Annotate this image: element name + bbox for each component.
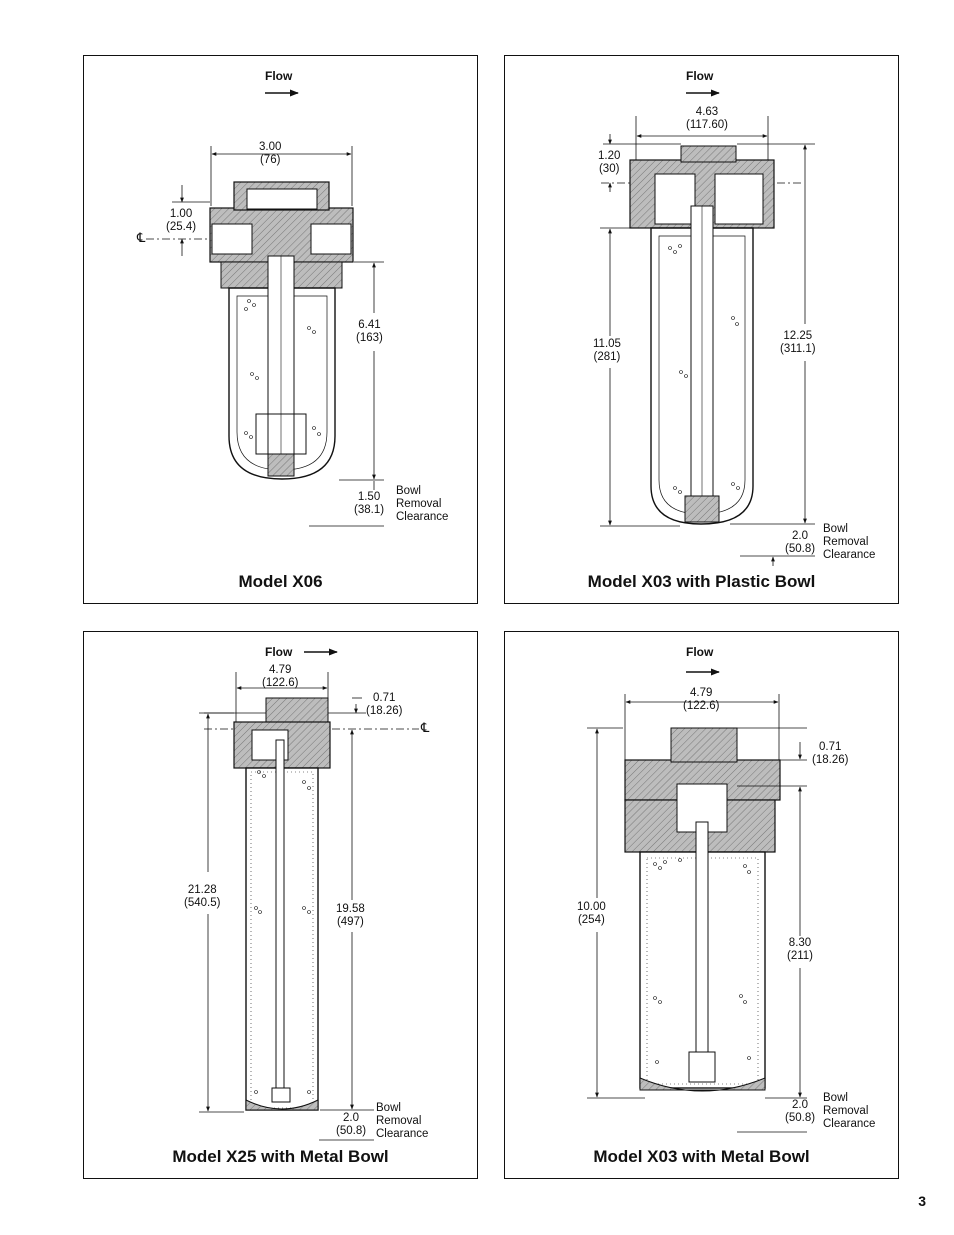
- width-dimension: 4.79(122.6): [683, 687, 720, 712]
- height-b-dimension: 19.58(497): [336, 903, 365, 928]
- panel-title: Model X03 with Plastic Bowl: [587, 572, 816, 591]
- height-a-dimension: 11.05(281): [593, 338, 621, 363]
- page-number: 3: [918, 1193, 926, 1209]
- panel-model-x25-metal: Flow 4.79(122.6) 0.71(18.26) ℄ 21.28(540…: [83, 631, 478, 1179]
- inlet-dimension: 1.00(25.4): [166, 208, 197, 233]
- centerline-symbol: ℄: [421, 720, 430, 735]
- inlet-dimension: 1.20(30): [598, 150, 621, 175]
- x25-drawing: [199, 648, 419, 1141]
- flow-label: Flow: [686, 645, 714, 659]
- clearance-dimension: 1.50(38.1): [354, 491, 385, 516]
- panel-model-x06: Flow 3.00(76) 1.00(25.4) ℄ 6.41(163) 1.5…: [83, 55, 478, 604]
- clearance-dimension: 2.0(50.8): [336, 1112, 367, 1137]
- x03-plastic-drawing: [600, 89, 815, 566]
- panel-model-x03-metal: Flow 4.79(122.6) 0.71(18.26) 10.00(254) …: [504, 631, 899, 1179]
- x03-metal-drawing: [587, 668, 807, 1133]
- centerline-symbol: ℄: [137, 230, 146, 245]
- panel-title: Model X25 with Metal Bowl: [172, 1147, 389, 1166]
- x06-drawing: [146, 89, 384, 527]
- flow-label: Flow: [265, 69, 293, 83]
- height-b-dimension: 8.30(211): [787, 937, 813, 962]
- panel-model-x03-plastic: Flow 4.63(117.60) 1.20(30) 11.05(281) 12…: [504, 55, 899, 604]
- inlet-dimension: 0.71(18.26): [812, 741, 849, 766]
- inlet-dimension: 0.71(18.26): [366, 692, 403, 717]
- width-dimension: 4.63(117.60): [686, 106, 728, 131]
- flow-label: Flow: [686, 69, 714, 83]
- height-a-dimension: 21.28(540.5): [184, 884, 221, 909]
- flow-label: Flow: [265, 645, 293, 659]
- height-dimension: 6.41(163): [356, 319, 383, 344]
- width-dimension: 3.00(76): [259, 141, 282, 166]
- panel-title: Model X06: [238, 572, 323, 591]
- clearance-dimension: 2.0(50.8): [785, 1099, 816, 1124]
- height-a-dimension: 10.00(254): [577, 901, 606, 926]
- height-b-dimension: 12.25(311.1): [780, 330, 816, 355]
- panel-title: Model X03 with Metal Bowl: [593, 1147, 810, 1166]
- clearance-dimension: 2.0(50.8): [785, 530, 816, 555]
- width-dimension: 4.79(122.6): [262, 664, 299, 689]
